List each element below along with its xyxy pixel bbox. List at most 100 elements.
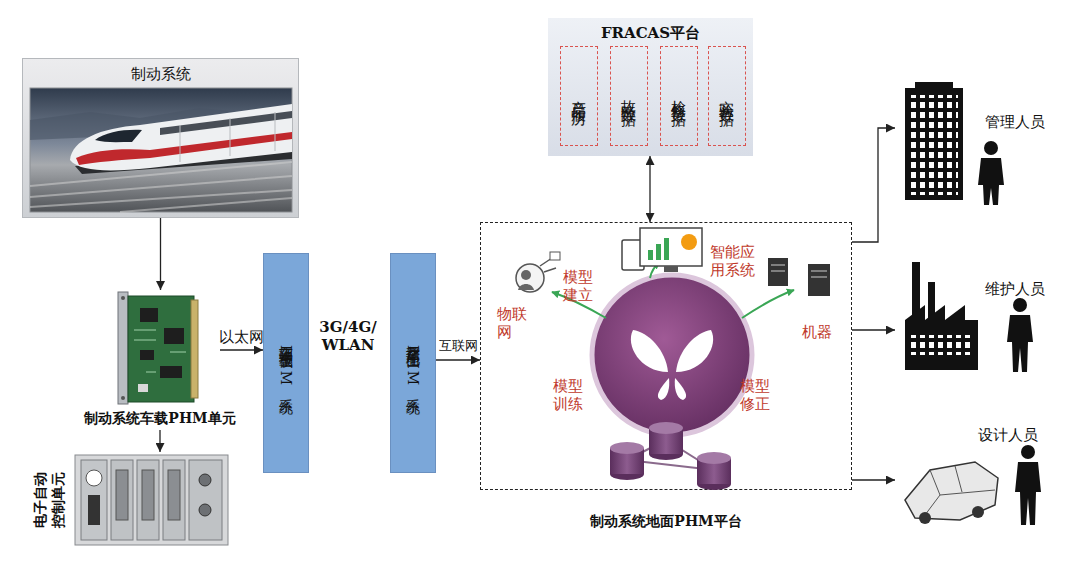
data-box: 检修数据 <box>660 46 698 146</box>
server-icon <box>768 258 788 286</box>
train-photo <box>180 112 275 162</box>
person-icon <box>1021 445 1035 459</box>
system-bar: 车辆端车载PHM系统 <box>263 253 309 473</box>
person-icon <box>984 141 998 155</box>
pcb-card <box>134 330 186 372</box>
factory-icon <box>928 282 935 322</box>
train-photo <box>30 88 292 212</box>
annotation-label: 机器 <box>802 323 842 341</box>
train-photo <box>95 130 142 142</box>
data-box: 产品履历 <box>560 46 598 146</box>
flow-arc <box>650 262 660 278</box>
flow-arc <box>552 292 606 318</box>
person-icon <box>1007 315 1033 372</box>
node-text: 产品履历 <box>561 47 597 145</box>
train-photo <box>30 108 292 140</box>
database-icon <box>649 428 683 454</box>
design-sketch-icon <box>972 506 984 518</box>
control-unit-rack <box>189 460 222 540</box>
control-unit-rack <box>199 474 211 486</box>
data-box: 故障数据 <box>610 46 648 146</box>
system-photo-box: 制动系统 <box>22 58 299 218</box>
connector-group <box>160 128 895 480</box>
database-icon <box>697 458 731 484</box>
node-text: 维护人员 <box>985 280 1045 298</box>
database-icon <box>610 442 644 454</box>
role-box: 设计人员 <box>895 420 1060 530</box>
server-icon <box>771 265 785 271</box>
control-unit-rack <box>75 455 228 545</box>
edge-label: 以太网 <box>219 328 264 346</box>
annotation-label: 物联 网 <box>497 305 533 341</box>
platform-core-circle <box>631 330 668 372</box>
connector-arrow <box>852 479 895 480</box>
server-icon <box>808 264 830 296</box>
pcb-card <box>121 296 125 300</box>
pcb-card <box>140 350 154 360</box>
control-unit-rack <box>137 460 159 540</box>
platform-core-circle <box>592 275 752 435</box>
control-unit-rack <box>168 470 180 520</box>
platform-core-circle <box>675 378 686 400</box>
application-screens <box>640 228 702 266</box>
control-unit-rack <box>88 495 100 525</box>
platform-box: FRACAS平台产品履历故障数据检修数据实验数据 <box>548 18 753 156</box>
control-unit-rack <box>75 455 228 545</box>
pcb-card <box>164 328 184 344</box>
office-building-icon <box>905 88 963 200</box>
pcb-card <box>128 296 194 402</box>
database-icon <box>697 452 731 464</box>
pcb-card <box>191 300 198 398</box>
database-icon <box>697 478 731 490</box>
platform-core-circle <box>592 275 752 435</box>
database-icon <box>627 440 714 470</box>
control-unit-rack <box>111 460 133 540</box>
person-icon <box>1007 298 1033 372</box>
control-unit-rack <box>163 460 185 540</box>
node-text: 制动系统地面PHM平台 <box>481 513 851 530</box>
node-text: 检修数据 <box>661 47 697 145</box>
connector-arrow <box>436 359 480 360</box>
control-unit-rack <box>81 460 107 540</box>
application-screens <box>648 250 653 260</box>
database-icon <box>610 468 644 480</box>
database-icon <box>649 422 683 434</box>
pcb-card <box>121 396 125 400</box>
annotation-label: 模型 训练 <box>553 377 589 413</box>
connector-arrow <box>220 349 263 350</box>
annotation-label: 模型 修正 <box>740 377 776 413</box>
train-photo <box>75 150 292 174</box>
annotation-label: 3G/4G/ WLAN <box>315 318 381 354</box>
application-screens <box>681 234 697 250</box>
person-icon <box>978 158 1004 205</box>
platform-core-circle <box>658 378 669 400</box>
application-screens <box>664 238 669 260</box>
node-text: 电子自动 控制单元 <box>31 469 67 531</box>
server-icon <box>768 258 830 296</box>
control-unit-rack <box>199 504 211 516</box>
person-icon <box>1013 298 1027 312</box>
control-unit-rack <box>116 470 128 520</box>
office-building-icon <box>915 82 953 90</box>
factory-icon <box>912 262 920 322</box>
database-icon <box>649 448 683 460</box>
annotation-label: 智能应 用系统 <box>710 243 760 279</box>
control-unit-rack <box>142 470 154 520</box>
role-box: 管理人员 <box>895 85 1060 210</box>
pcb-card <box>118 292 198 404</box>
office-building-icon <box>910 95 958 195</box>
node-text: FRACAS平台 <box>548 24 753 42</box>
node-text: 整车厂地面PHM系统 <box>391 254 435 472</box>
iot-icon <box>516 252 560 292</box>
train-photo <box>70 104 292 170</box>
train-photo <box>160 111 292 135</box>
phm-unit-card: 制动系统车载PHM单元 <box>100 290 220 430</box>
pcb-card <box>140 308 158 322</box>
connector-arrow <box>160 218 161 290</box>
node-text: 制动系统 <box>23 65 298 83</box>
design-sketch-icon <box>919 512 931 524</box>
flow-arc <box>552 262 794 318</box>
design-sketch-icon <box>905 462 998 524</box>
